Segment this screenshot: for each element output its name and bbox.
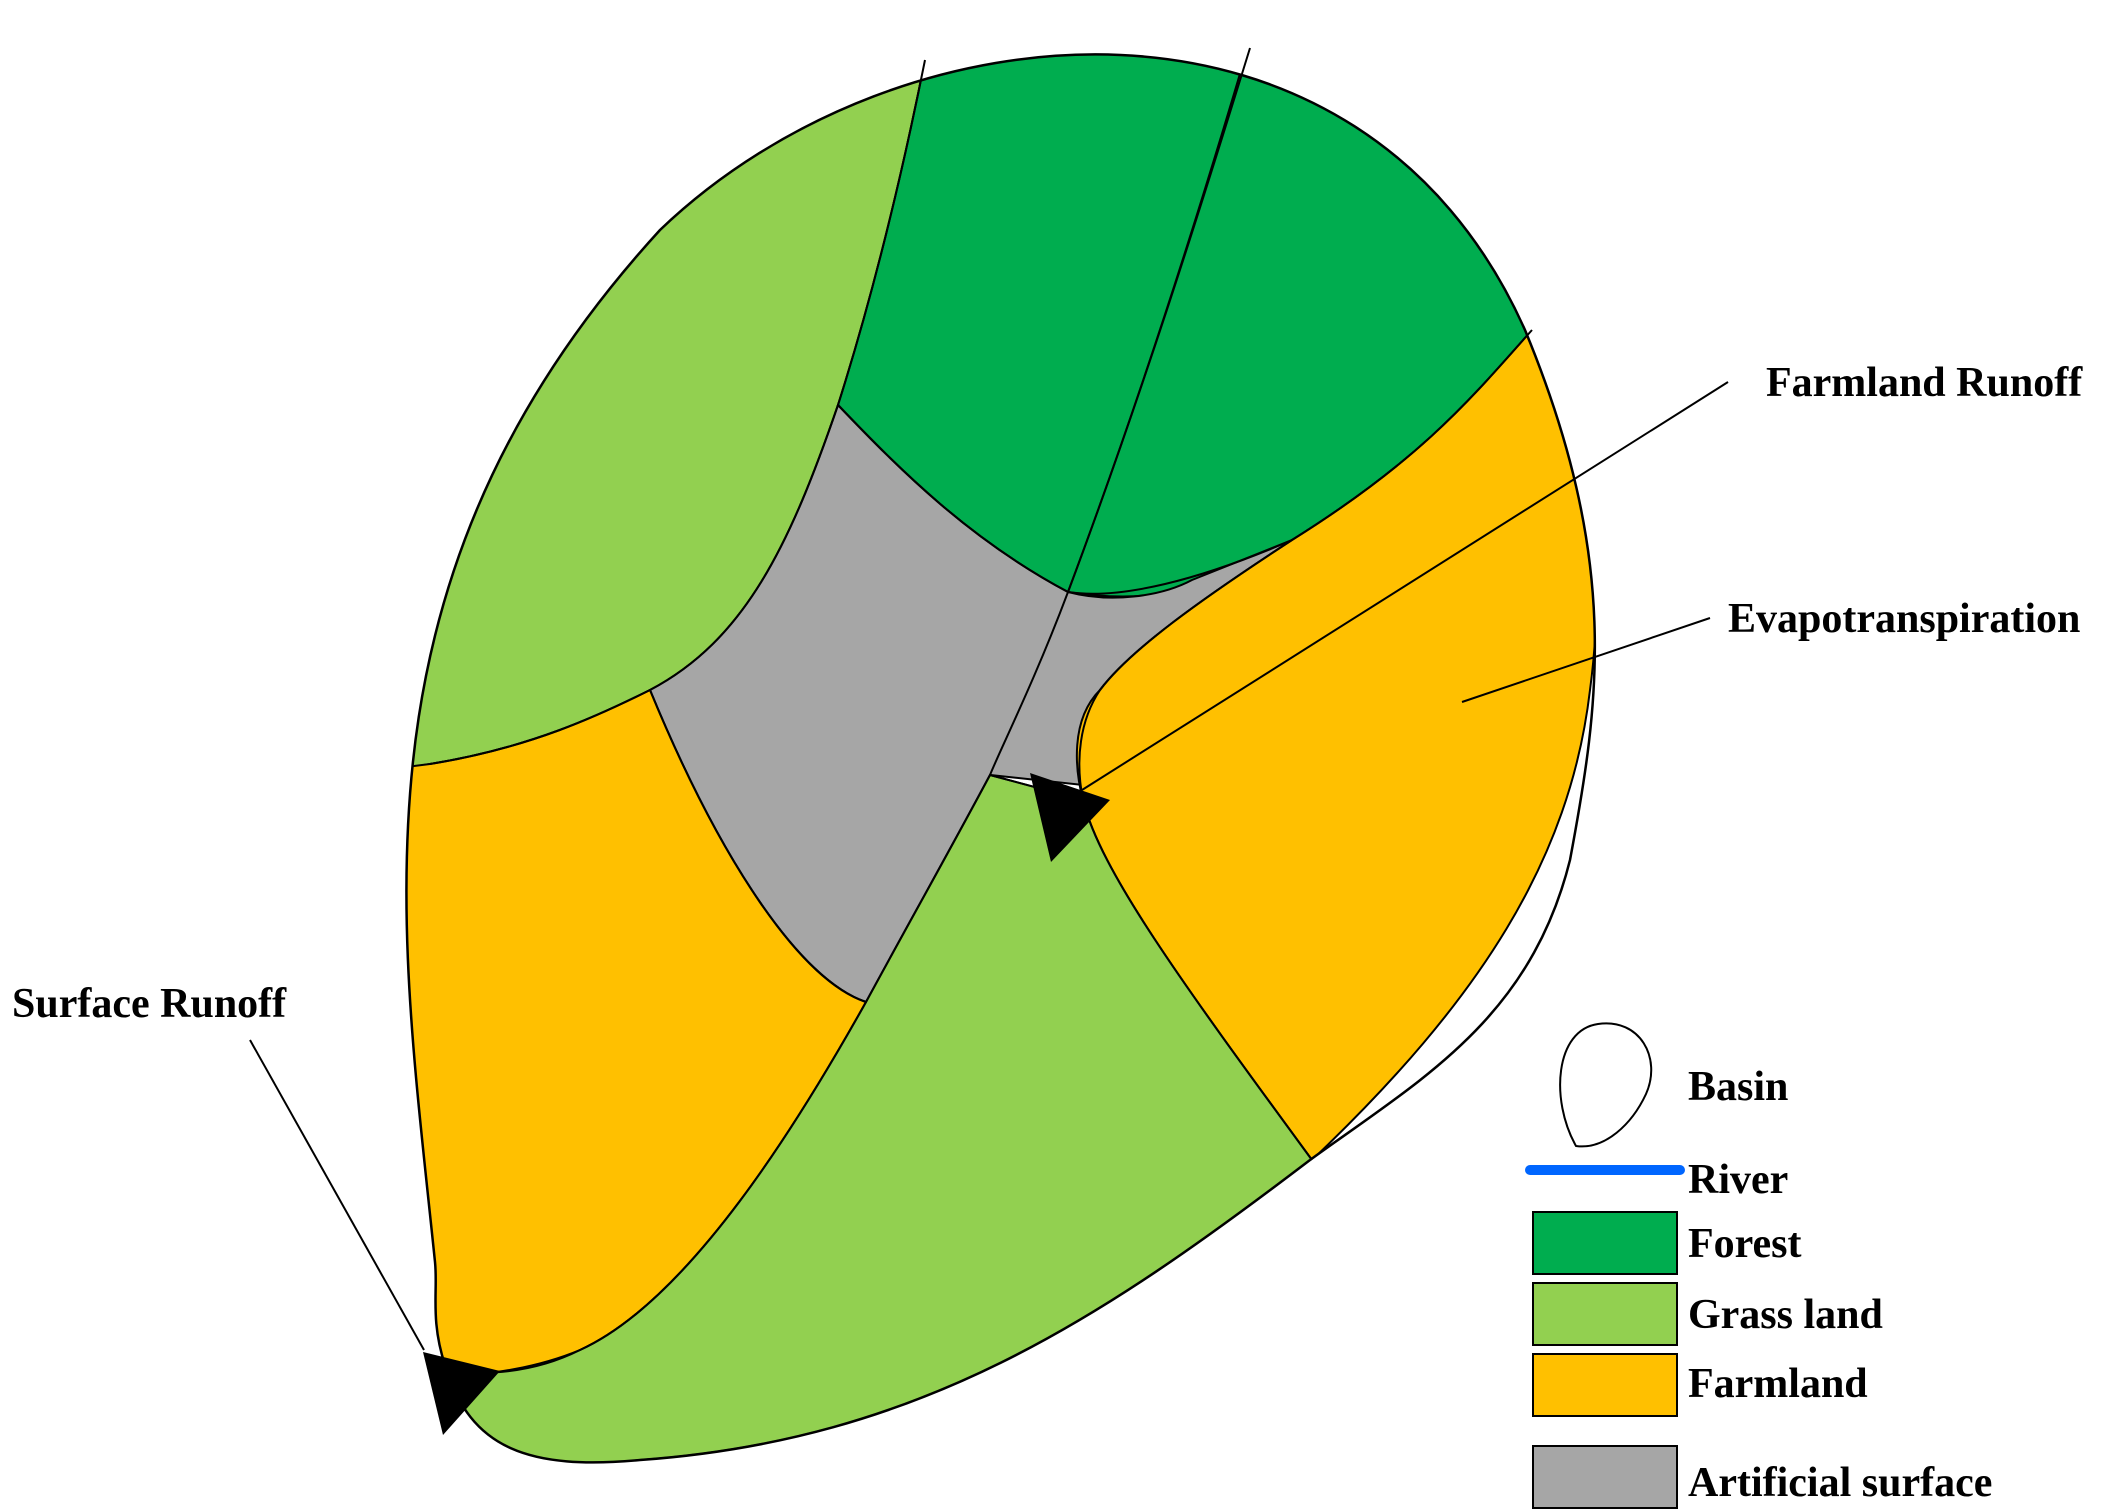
legend-label-farmland: Farmland: [1688, 1361, 1868, 1407]
farmland-runoff-label: Farmland Runoff: [1766, 360, 2083, 406]
grass-land-swatch: [1532, 1282, 1678, 1346]
legend: Basin River Forest Grass land Farmland A…: [1525, 1022, 1992, 1509]
basin-regions: [406, 54, 1595, 1463]
legend-label-river: River: [1688, 1157, 1788, 1203]
basin-outline-icon: [1559, 1022, 1653, 1148]
evapotranspiration-leader: [1461, 617, 1711, 703]
basin-outline: [405, 53, 1597, 1464]
legend-label-artificial-surface: Artificial surface: [1688, 1460, 1992, 1506]
farmland-swatch: [1532, 1353, 1678, 1417]
surface-runoff-leader: [249, 1039, 425, 1351]
farmland-runoff-arrowhead-icon: [1030, 773, 1110, 862]
legend-label-forest: Forest: [1688, 1221, 1802, 1267]
farmland-runoff-leader: [1081, 381, 1729, 791]
forest-swatch: [1532, 1211, 1678, 1275]
surface-runoff-arrowhead-icon: [423, 1352, 500, 1435]
legend-label-grass-land: Grass land: [1688, 1292, 1883, 1338]
artificial-surface-swatch: [1532, 1445, 1678, 1509]
surface-runoff-label: Surface Runoff: [12, 981, 287, 1027]
evapotranspiration-label: Evapotranspiration: [1728, 596, 2080, 642]
legend-label-basin: Basin: [1688, 1064, 1788, 1110]
